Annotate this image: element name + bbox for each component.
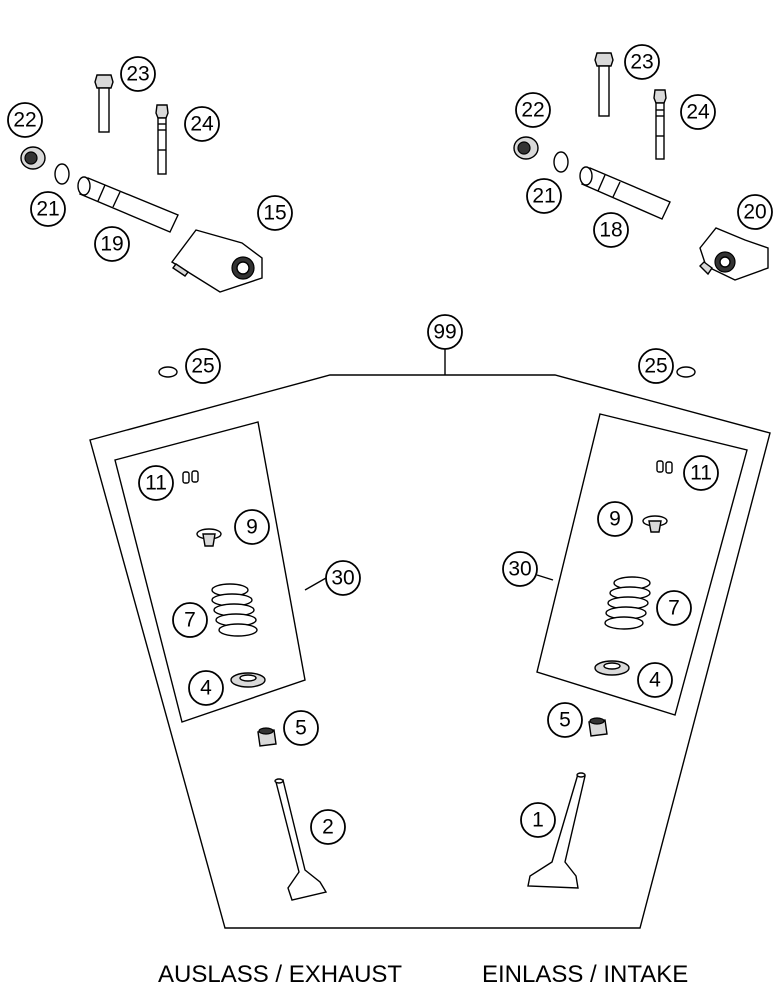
svg-text:24: 24 xyxy=(686,101,710,124)
svg-text:7: 7 xyxy=(668,597,680,620)
callout-20: 20 xyxy=(737,194,773,230)
svg-text:2: 2 xyxy=(322,816,334,839)
callout-30-exhaust: 30 xyxy=(325,560,361,596)
spring-retainer-9-intake xyxy=(642,515,668,533)
svg-text:7: 7 xyxy=(184,609,196,632)
rocker-shaft-18 xyxy=(579,166,671,220)
callout-7-intake: 7 xyxy=(656,590,692,626)
rocker-shaft-19 xyxy=(77,176,179,233)
valve-spring-7-intake xyxy=(604,576,651,630)
intake-kit-box-30 xyxy=(536,413,748,716)
valve-keepers-11-exhaust xyxy=(182,470,199,484)
bolt-24-right xyxy=(653,89,667,160)
caption-intake: EINLASS / INTAKE xyxy=(482,961,688,988)
callout-24-left: 24 xyxy=(184,106,220,142)
svg-text:25: 25 xyxy=(191,355,214,378)
callout-7-exhaust: 7 xyxy=(172,602,208,638)
callout-9-intake: 9 xyxy=(597,501,633,537)
svg-text:30: 30 xyxy=(331,567,354,590)
callout-25-right: 25 xyxy=(638,348,674,384)
callout-25-left: 25 xyxy=(185,348,221,384)
spring-retainer-9-exhaust xyxy=(196,528,222,547)
kit-outline-99 xyxy=(89,374,771,929)
svg-text:22: 22 xyxy=(13,109,36,132)
callout-23-right: 23 xyxy=(624,44,660,80)
svg-text:5: 5 xyxy=(295,717,307,740)
leader-30-exhaust xyxy=(304,577,327,591)
bolt-23-left xyxy=(94,74,114,133)
svg-text:25: 25 xyxy=(644,355,667,378)
svg-text:21: 21 xyxy=(532,185,555,208)
callout-4-exhaust: 4 xyxy=(188,670,224,706)
callout-21-right: 21 xyxy=(526,178,562,214)
pin-25-left xyxy=(158,366,178,378)
svg-text:23: 23 xyxy=(126,63,149,86)
rocker-arm-15 xyxy=(170,229,263,293)
callout-9-exhaust: 9 xyxy=(234,509,270,545)
callout-11-intake: 11 xyxy=(683,455,719,491)
callout-23-left: 23 xyxy=(120,56,156,92)
valve-stem-seal-5-exhaust xyxy=(257,727,277,747)
callout-19: 19 xyxy=(94,226,130,262)
spring-seat-4-intake xyxy=(594,660,630,676)
valve-stem-seal-5-intake xyxy=(588,717,608,737)
callout-5-intake: 5 xyxy=(547,702,583,738)
leader-30-intake xyxy=(536,574,554,581)
exhaust-valve-2 xyxy=(274,778,328,901)
svg-text:30: 30 xyxy=(508,558,531,581)
oring-21-left xyxy=(54,163,70,185)
plug-22-left xyxy=(20,146,46,170)
oring-21-right xyxy=(553,151,569,173)
svg-text:11: 11 xyxy=(145,472,167,495)
bolt-23-right xyxy=(594,52,614,117)
svg-text:19: 19 xyxy=(100,233,123,256)
svg-text:22: 22 xyxy=(521,99,544,122)
exhaust-kit-box-30 xyxy=(114,421,306,723)
callout-18: 18 xyxy=(593,212,629,248)
svg-text:99: 99 xyxy=(433,321,456,344)
callout-5-exhaust: 5 xyxy=(283,710,319,746)
bolt-24-left xyxy=(155,104,169,175)
callout-24-right: 24 xyxy=(680,94,716,130)
callout-4-intake: 4 xyxy=(637,662,673,698)
svg-text:9: 9 xyxy=(609,508,621,531)
callout-11-exhaust: 11 xyxy=(138,465,174,501)
caption-exhaust: AUSLASS / EXHAUST xyxy=(158,961,402,988)
svg-text:4: 4 xyxy=(649,669,661,692)
valve-spring-7-exhaust xyxy=(211,583,258,637)
svg-text:23: 23 xyxy=(630,51,653,74)
svg-text:15: 15 xyxy=(263,202,286,225)
callout-21-left: 21 xyxy=(30,191,66,227)
svg-text:9: 9 xyxy=(246,516,258,539)
svg-text:1: 1 xyxy=(532,809,544,832)
callout-22-right: 22 xyxy=(515,92,551,128)
callout-22-left: 22 xyxy=(7,102,43,138)
svg-text:21: 21 xyxy=(36,198,59,221)
callout-15: 15 xyxy=(257,195,293,231)
svg-text:4: 4 xyxy=(200,677,212,700)
callout-99: 99 xyxy=(427,314,463,350)
callout-30-intake: 30 xyxy=(502,551,538,587)
pin-25-right xyxy=(676,366,696,378)
plug-22-right xyxy=(513,136,539,160)
svg-text:24: 24 xyxy=(190,113,214,136)
callout-2: 2 xyxy=(310,809,346,845)
spring-seat-4-exhaust xyxy=(230,672,266,688)
valve-keepers-11-intake xyxy=(656,460,673,474)
callout-1: 1 xyxy=(520,802,556,838)
intake-valve-1 xyxy=(527,772,586,889)
svg-text:18: 18 xyxy=(599,219,622,242)
svg-text:5: 5 xyxy=(559,709,571,732)
svg-text:20: 20 xyxy=(743,201,766,224)
svg-text:11: 11 xyxy=(690,462,712,485)
rocker-arm-20 xyxy=(699,227,769,281)
